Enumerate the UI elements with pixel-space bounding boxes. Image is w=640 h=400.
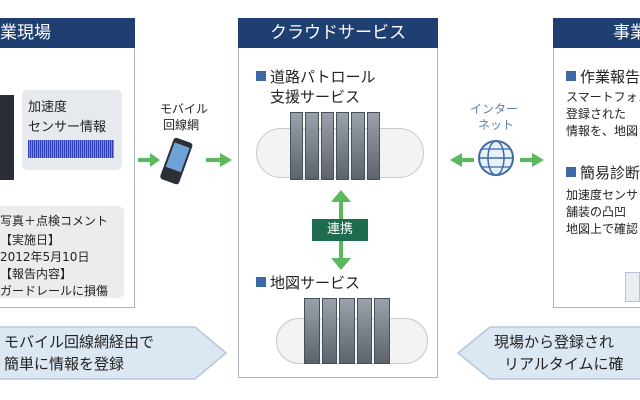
field-site-header: 業現場 <box>0 18 135 48</box>
service-2-label: 地図サービス <box>256 272 360 293</box>
report-line-3: 情報を、地図 <box>566 124 639 138</box>
sensor-label-2: センサー情報 <box>28 120 107 135</box>
bullet-icon <box>256 71 266 81</box>
comment-line-3: 【報告内容】 <box>0 267 73 281</box>
bottom-left-line-2: 簡単に情報を登録 <box>4 355 125 373</box>
device-graphic <box>0 95 14 180</box>
bottom-left-arrow-box <box>0 326 228 380</box>
diagnosis-title: 簡易診断 <box>566 162 640 183</box>
service-1-text: 道路パトロール <box>270 68 376 86</box>
comment-title: 写真＋点検コメント <box>0 214 109 228</box>
office-panel <box>553 18 640 308</box>
link-badge: 連携 <box>312 219 368 241</box>
sensor-waveform <box>28 140 114 158</box>
report-line-1: スマートフォン <box>566 90 640 104</box>
report-title: 作業報告 <box>566 66 640 87</box>
internet-label-1: インター <box>470 102 519 116</box>
bullet-icon <box>256 277 266 287</box>
service-2-text: 地図サービス <box>270 274 361 292</box>
internet-label-2: ネット <box>478 118 515 132</box>
mobile-label-1: モバイル <box>160 102 209 116</box>
phone-icon <box>160 137 193 185</box>
sensor-label-1: 加速度 <box>28 100 68 115</box>
bullet-icon <box>566 167 576 177</box>
bottom-right-arrow-box <box>456 326 640 380</box>
globe-icon <box>478 140 514 176</box>
mobile-arrow-icon <box>138 153 232 167</box>
bottom-left-line-1: モバイル回線網経由で <box>4 333 155 351</box>
map-thumbnail <box>625 272 640 302</box>
cloud-service-header: クラウドサービス <box>238 18 438 48</box>
internet-arrow-icon <box>450 153 544 167</box>
bottom-right-line-1: 現場から登録され <box>494 333 615 351</box>
server-rack-bottom <box>304 298 390 364</box>
diagnosis-line-3: 地図上で確認 <box>566 222 639 236</box>
diagnosis-line-1: 加速度センサ <box>566 188 639 202</box>
mobile-label-2: 回線網 <box>163 118 200 132</box>
service-1-label-1: 道路パトロール <box>256 66 375 87</box>
bullet-icon <box>566 71 576 81</box>
comment-line-1: 【実施日】 <box>0 233 61 247</box>
server-rack-top <box>290 112 380 180</box>
report-line-2: 登録された <box>566 107 627 121</box>
comment-line-4: ガードレールに損傷 <box>0 284 109 298</box>
diagnosis-line-2: 舗装の凸凹 <box>566 205 627 219</box>
service-1-label-2: 支援サービス <box>270 88 361 106</box>
diagnosis-title-text: 簡易診断 <box>580 164 640 182</box>
report-title-text: 作業報告 <box>580 68 640 86</box>
office-header: 事業 <box>553 18 640 48</box>
comment-line-2: 2012年5月10日 <box>0 250 90 264</box>
comment-box <box>0 206 124 298</box>
bottom-right-line-2: リアルタイムに確 <box>504 355 624 373</box>
